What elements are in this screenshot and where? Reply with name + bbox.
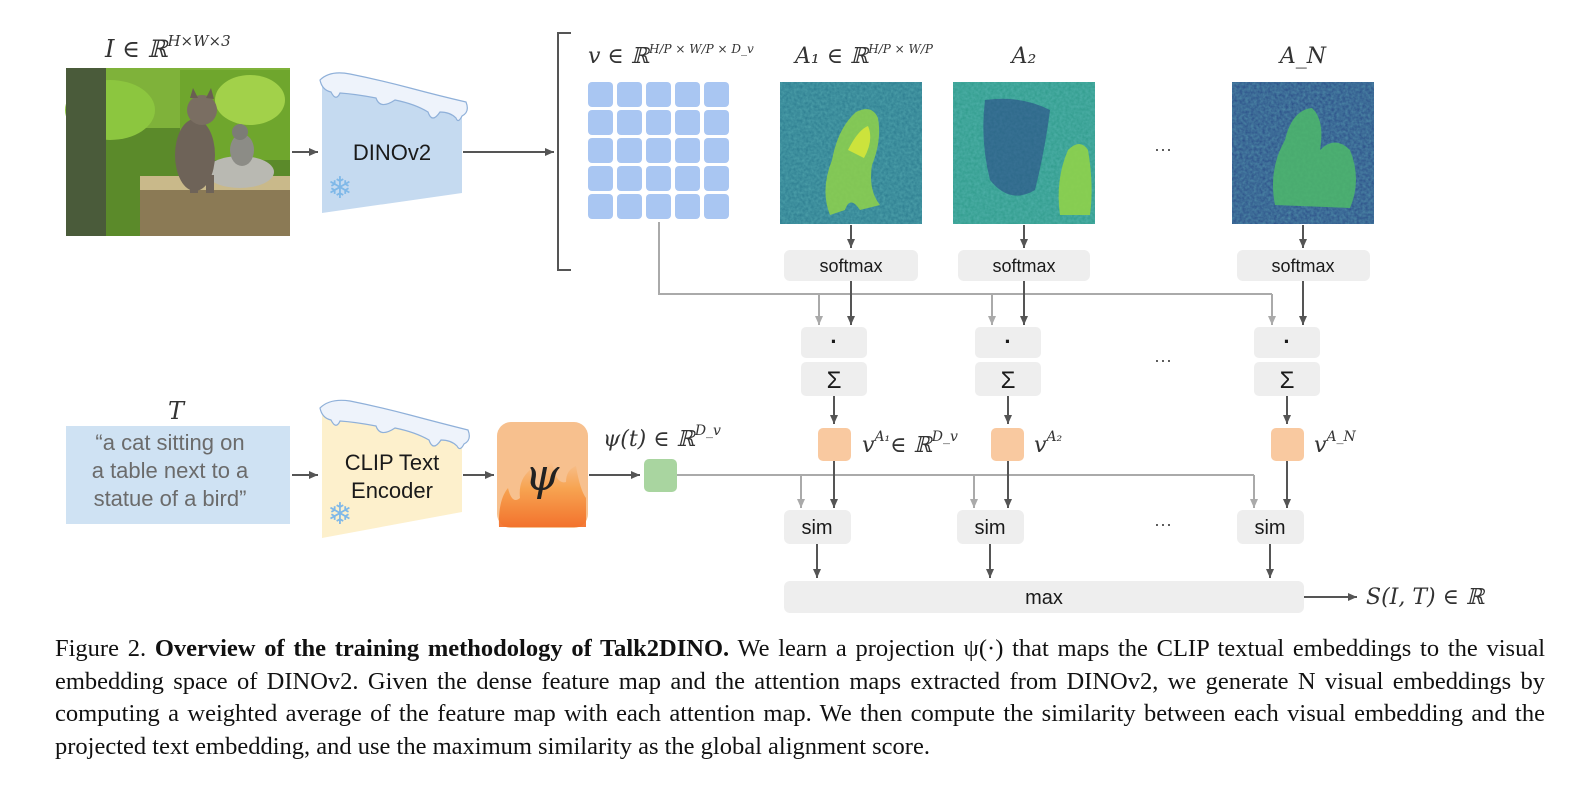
visual-embedding-2-label: vA₂ [1034,429,1063,458]
visual-embedding-1 [818,428,851,461]
svg-text:·: · [830,329,837,354]
sim-box-1: sim [784,510,851,544]
dot-product-box-n: · [1254,327,1320,358]
visual-embedding-n-label: vA_N [1314,429,1357,458]
snow-cap-decoration [319,399,470,450]
svg-text:Σ: Σ [1280,367,1295,394]
max-box: max [784,581,1304,613]
attention-map-1 [780,82,922,224]
sim-box-2: sim [957,510,1024,544]
snowflake-icon: ❄ [327,498,352,531]
svg-text:ψ: ψ [525,450,560,501]
text-embedding [644,459,677,492]
ellipsis-sim: ··· [1154,514,1172,534]
psi-projection-block: ψ [497,422,588,528]
training-overview-diagram: I ∈ ℝH×W×3 DINOv2 ❄ v ∈ ℝH/P × W/P × D_v [65,32,1486,613]
caption-body: We learn a projection ψ(·) that maps the… [55,635,1546,760]
sim-box-n: sim [1237,510,1304,544]
figure-caption: Figure 2. Overview of the training metho… [55,633,1545,763]
dinov2-encoder-block: DINOv2 ❄ [319,72,468,213]
attention-map-n [1232,82,1374,224]
svg-text:softmax: softmax [819,256,882,276]
input-image-cat [65,68,290,236]
dot-product-box-1: · [801,327,867,358]
softmax-box-2: softmax [958,250,1090,281]
attention-map-2 [953,82,1095,224]
feature-map-connector [658,222,1272,295]
dinov2-label: DINOv2 [353,140,431,165]
ellipsis-ops: ··· [1154,350,1172,370]
sum-box-2: Σ [975,362,1041,396]
dot-product-box-2: · [975,327,1041,358]
caption-prefix: Figure 2. [55,635,147,662]
softmax-box-1: softmax [784,250,918,281]
softmax-box-n: softmax [1237,250,1370,281]
attention-map-n-label: A_N [1278,44,1327,69]
sum-box-1: Σ [801,362,867,396]
alignment-score-label: S(I, T) ∈ ℝ [1366,585,1486,610]
svg-text:max: max [1025,587,1063,609]
svg-text:Encoder: Encoder [351,478,433,503]
feature-map-patches [588,82,729,219]
feature-map-label: v ∈ ℝH/P × W/P × D_v [588,42,754,69]
text-label: T [168,397,186,425]
svg-text:·: · [1283,329,1290,354]
attention-map-2-label: A₂ [1010,44,1037,69]
caption-title: Overview of the training methodology of … [154,635,730,662]
svg-text:statue of a bird”: statue of a bird” [94,486,247,511]
image-label: I ∈ ℝH×W×3 [104,32,231,63]
svg-text:·: · [1004,329,1011,354]
svg-text:sim: sim [974,517,1005,539]
svg-text:Σ: Σ [1001,367,1016,394]
attention-map-1-label: A₁ ∈ ℝH/P × W/P [793,42,934,69]
svg-text:softmax: softmax [1271,256,1334,276]
text-input-box: “a cat sitting on a table next to a stat… [66,426,290,524]
svg-text:“a cat sitting on: “a cat sitting on [95,430,244,455]
visual-embedding-2 [991,428,1024,461]
sum-box-n: Σ [1254,362,1320,396]
fire-icon [498,462,586,527]
ellipsis-attention: ··· [1154,139,1172,159]
svg-text:sim: sim [801,517,832,539]
text-embedding-label: ψ(t) ∈ ℝD_v [603,423,721,452]
visual-embedding-1-label: vA₁∈ ℝD_v [862,429,958,458]
clip-text-encoder-block: CLIP Text Encoder ❄ [319,399,470,538]
svg-text:CLIP Text: CLIP Text [345,450,440,475]
output-bracket [557,32,571,271]
visual-embedding-n [1271,428,1304,461]
svg-text:softmax: softmax [992,256,1055,276]
svg-text:Σ: Σ [827,367,842,394]
snowflake-icon: ❄ [327,172,352,205]
snow-cap-decoration [319,72,468,122]
svg-text:a table next to a: a table next to a [92,458,249,483]
svg-text:sim: sim [1254,517,1285,539]
